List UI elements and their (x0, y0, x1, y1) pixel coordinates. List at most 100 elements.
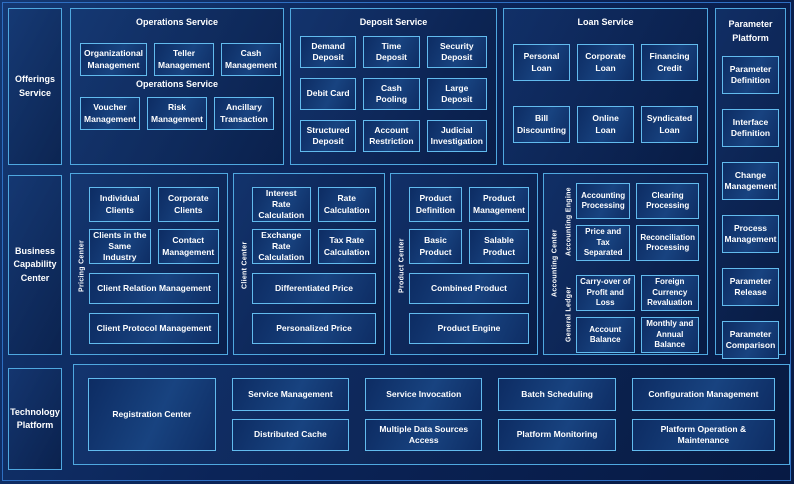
module-teller-management: Teller Management (154, 43, 214, 76)
loan-service-panel: Loan Service Personal Loan Corporate Loa… (503, 8, 708, 165)
general-ledger-section: General Ledger Carry-over of Profit and … (562, 275, 699, 353)
loan-grid: Personal Loan Corporate Loan Financing C… (504, 44, 707, 143)
product-center-content: Product Definition Product Management Ba… (409, 187, 529, 344)
technology-platform-panel: Registration Center Service Management D… (73, 364, 790, 465)
module-ancillary-transaction: Ancillary Transaction (214, 97, 274, 130)
module-demand-deposit: Demand Deposit (300, 36, 357, 68)
client-center-content: Interest Rate Calculation Rate Calculati… (252, 187, 376, 344)
product-center-panel: Product Center Product Definition Produc… (390, 173, 538, 355)
module-process-management: Process Management (722, 214, 779, 253)
module-reconciliation-processing: Reconciliation Processing (636, 225, 699, 261)
module-personalized-price: Personalized Price (252, 313, 376, 344)
operations-service-subtitle: Operations Service (135, 79, 219, 89)
pricing-center-panel: Pricing Center Individual Clients Corpor… (70, 173, 228, 355)
module-risk-management: Risk Management (147, 97, 207, 130)
bottom-column-4: Configuration Management Platform Operat… (631, 378, 775, 451)
module-contact-management: Contact Management (157, 229, 219, 264)
module-structured-deposit: Structured Deposit (300, 120, 357, 152)
module-product-definition: Product Definition (409, 187, 463, 222)
module-parameter-comparison: Parameter Comparison (722, 320, 779, 359)
module-client-relation-management: Client Relation Management (89, 273, 219, 304)
module-corporate-clients: Corporate Clients (157, 187, 219, 222)
client-center-panel: Client Center Interest Rate Calculation … (233, 173, 385, 355)
module-service-invocation: Service Invocation (365, 378, 483, 411)
module-exchange-rate-calculation: Exchange Rate Calculation (252, 229, 311, 264)
accounting-engine-vertical-label: Accounting Engine (565, 187, 573, 257)
module-product-management: Product Management (469, 187, 529, 222)
module-platform-monitoring: Platform Monitoring (498, 418, 616, 451)
accounting-center-vertical-label: Accounting Center (551, 229, 559, 298)
module-parameter-definition: Parameter Definition (722, 55, 779, 94)
module-batch-scheduling: Batch Scheduling (498, 378, 616, 411)
pricing-grid: Individual Clients Corporate Clients Cli… (89, 187, 219, 264)
module-parameter-release: Parameter Release (722, 267, 779, 306)
module-security-deposit: Security Deposit (426, 36, 487, 68)
module-registration-center: Registration Center (88, 378, 216, 451)
module-accounting-processing: Accounting Processing (576, 183, 631, 219)
module-combined-product: Combined Product (409, 273, 529, 304)
module-platform-operation-maintenance: Platform Operation & Maintenance (631, 418, 775, 451)
module-service-management: Service Management (231, 378, 350, 411)
parameter-platform-panel: Parameter Platform Parameter Definition … (715, 8, 786, 359)
module-financing-credit: Financing Credit (641, 44, 698, 81)
deposit-service-title: Deposit Service (359, 17, 428, 27)
pricing-center-vertical-label: Pricing Center (78, 239, 86, 292)
pricing-center-content: Individual Clients Corporate Clients Cli… (89, 187, 219, 344)
module-tax-rate-calculation: Tax Rate Calculation (317, 229, 376, 264)
module-clearing-processing: Clearing Processing (636, 183, 699, 219)
operations-grid-top: Organizational Management Teller Managem… (71, 43, 283, 76)
module-account-balance: Account Balance (576, 317, 635, 353)
module-debit-card: Debit Card (300, 78, 357, 110)
module-price-and-tax-separated: Price and Tax Separated (576, 225, 631, 261)
module-interface-definition: Interface Definition (722, 108, 779, 147)
module-organizational-management: Organizational Management (80, 43, 148, 76)
module-clients-same-industry: Clients in the Same Industry (89, 229, 151, 264)
parameter-stack: Parameter Definition Interface Definitio… (716, 46, 785, 359)
tier-label-offerings-service: Offerings Service (8, 8, 62, 165)
module-bill-discounting: Bill Discounting (513, 106, 571, 143)
accounting-center-content: Accounting Engine Accounting Processing … (562, 183, 699, 353)
module-online-loan: Online Loan (577, 106, 635, 143)
product-grid: Product Definition Product Management Ba… (409, 187, 529, 264)
module-account-restriction: Account Restriction (363, 120, 420, 152)
deposit-service-panel: Deposit Service Demand Deposit Time Depo… (290, 8, 497, 165)
client-grid: Interest Rate Calculation Rate Calculati… (252, 187, 376, 264)
module-syndicated-loan: Syndicated Loan (641, 106, 698, 143)
operations-service-panel: Operations Service Organizational Manage… (70, 8, 284, 165)
module-cash-pooling: Cash Pooling (363, 78, 420, 110)
module-configuration-management: Configuration Management (631, 378, 775, 411)
module-foreign-currency-revaluation: Foreign Currency Revaluation (640, 275, 699, 311)
module-corporate-loan: Corporate Loan (577, 44, 635, 81)
module-voucher-management: Voucher Management (80, 97, 140, 130)
parameter-platform-title: Parameter Platform (728, 19, 773, 44)
accounting-center-panel: Accounting Center Accounting Engine Acco… (543, 173, 708, 355)
module-change-management: Change Management (722, 161, 779, 200)
product-center-vertical-label: Product Center (398, 238, 406, 293)
module-rate-calculation: Rate Calculation (317, 187, 376, 222)
operations-grid-bottom: Voucher Management Risk Management Ancil… (71, 97, 283, 130)
accounting-engine-grid: Accounting Processing Clearing Processin… (576, 183, 699, 261)
loan-service-title: Loan Service (577, 17, 634, 27)
module-large-deposit: Large Deposit (426, 78, 487, 110)
accounting-engine-section: Accounting Engine Accounting Processing … (562, 183, 699, 261)
module-basic-product: Basic Product (409, 229, 463, 264)
module-client-protocol-management: Client Protocol Management (89, 313, 219, 344)
module-multiple-data-sources-access: Multiple Data Sources Access (365, 418, 483, 451)
bottom-column-2: Service Invocation Multiple Data Sources… (365, 378, 483, 451)
module-monthly-annual-balance: Monthly and Annual Balance (640, 317, 699, 353)
module-distributed-cache: Distributed Cache (231, 418, 350, 451)
module-judicial-investigation: Judicial Investigation (426, 120, 487, 152)
tier-label-technology-platform: Technology Platform (8, 368, 62, 470)
module-salable-product: Salable Product (469, 229, 529, 264)
deposit-grid: Demand Deposit Time Deposit Security Dep… (291, 36, 496, 152)
module-time-deposit: Time Deposit (363, 36, 420, 68)
tier-label-business-capability-center: Business Capability Center (8, 175, 62, 355)
general-ledger-grid: Carry-over of Profit and Loss Foreign Cu… (576, 275, 699, 353)
module-differentiated-price: Differentiated Price (252, 273, 376, 304)
general-ledger-vertical-label: General Ledger (565, 286, 573, 342)
operations-service-title: Operations Service (135, 17, 219, 27)
bottom-column-3: Batch Scheduling Platform Monitoring (498, 378, 616, 451)
client-center-vertical-label: Client Center (241, 241, 249, 290)
bottom-column-1: Service Management Distributed Cache (231, 378, 350, 451)
